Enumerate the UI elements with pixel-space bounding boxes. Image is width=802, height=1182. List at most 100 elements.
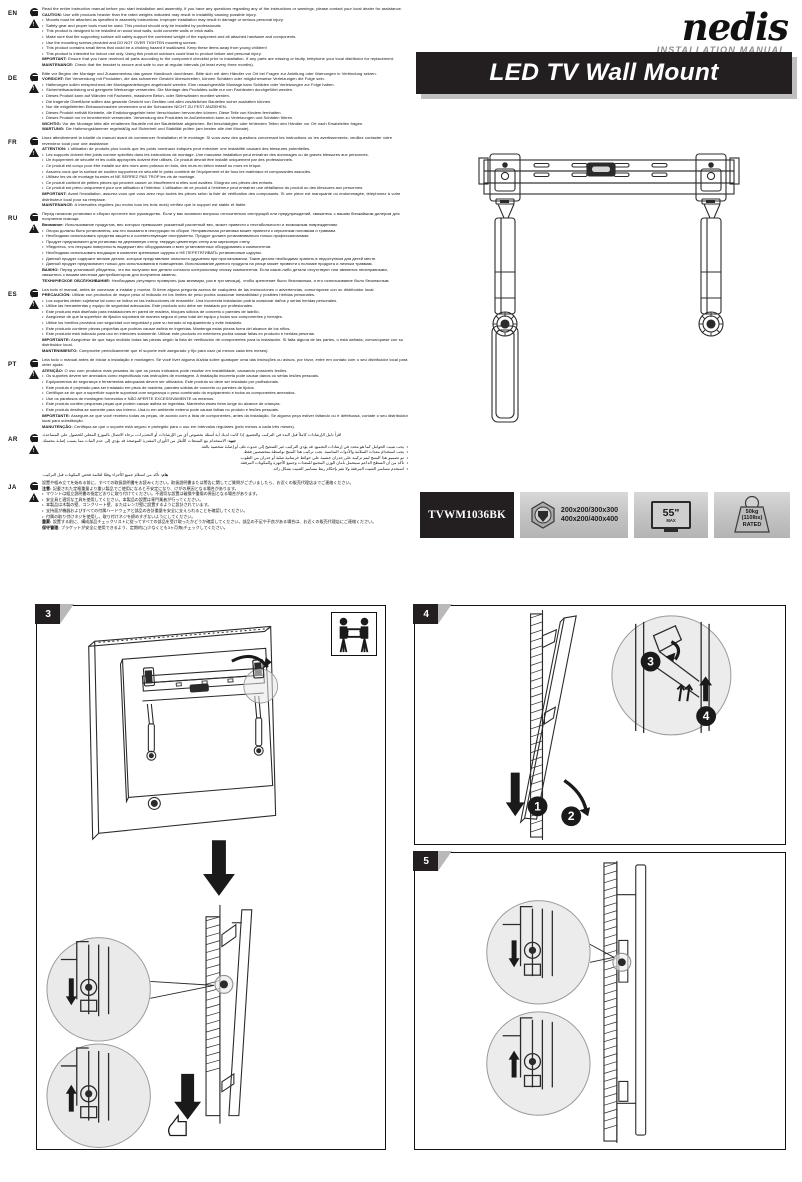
multilingual-warnings-column: ENRead the entire instruction manual bef… [8,6,408,571]
lang-important-text: ВАЖНО: Перед установкой убедитесь, что в… [42,267,408,278]
lang-important-text: IMPORTANTE: Asegúrese de que haya recibi… [42,337,408,348]
lang-bullet: Equipamentos de segurança e ferramentas … [42,379,408,385]
caution-label: تنبيه: [227,437,236,443]
important-label: IMPORTANTE: [42,336,70,342]
lang-text-de: Bitte vor Beginn der Montage und Zusamme… [40,71,408,133]
lang-block-ja: JA設置や組み立てを始める前に、すべての取扱説明書をお読みください。取扱説明書ま… [8,480,408,530]
lang-bullet: Ce produit est prévu uniquement pour une… [42,185,408,191]
important-body: Avant l'installation, assurez-vous que v… [42,191,401,202]
lang-icon-group [28,432,40,477]
lang-bullet: Asegúrese de que la superficie de fijaci… [42,314,408,320]
lang-bullet: Este produto contém pequenas peças que p… [42,401,408,407]
maintenance-label: MANTENIMIENTO: [42,348,78,354]
lang-maintenance-text: WARTUNG: Die Halterungsklammer regelmäßi… [42,126,408,132]
lang-caution-text: VORSICHT: Bei Verwendung mit Produkten, … [42,76,408,82]
lang-block-fr: FRLisez attentivement la totalité du man… [8,135,408,208]
maintenance-body: Compruebe periódicamente que el soporte … [78,348,269,354]
important-body: Перед установкой убедитесь, что вы получ… [42,266,388,278]
lang-bullet: يجب استخدام معدات السلامة والأدوات المنا… [42,449,408,455]
lang-lead-text: Lisez attentivement la totalité du manue… [42,135,393,146]
caution-label: 注意: [42,485,52,491]
lang-icon-group [28,287,40,354]
lang-block-en: ENRead the entire instruction manual bef… [8,6,408,68]
lang-icon-group [28,135,40,208]
lang-bullet: Необходимо использовать средства защиты … [42,233,408,239]
step-4-illustration: 1 2 [415,606,785,844]
read-manual-icon [29,8,39,17]
lang-bullet: Убедитесь, что несущая поверхность выдер… [42,244,408,250]
caution-body: الاستخدام مع المنتجات الأثقل من الأوزان … [42,437,226,443]
warning-triangle-icon [29,299,39,309]
lang-maintenance-text: 保守管理: ブラケットが安全に使用できるよう、定期的に(少なくとも3ヶ月毎)チェ… [42,525,408,531]
step-5-illustration [415,853,785,1149]
lang-bullet: 支持面が機器およびすべての付属ハードウェアと部品の合計重量を安全に支えられること… [42,508,408,514]
step-4-callout-2: 2 [568,809,575,823]
caution-label: CAUTION: [42,11,62,17]
lang-important-text: IMPORTANT: Avant l'installation, assurez… [42,191,408,202]
step-3-illustration [37,606,385,1149]
step-4-number: 4 [423,608,429,620]
warning-triangle-icon [29,493,39,503]
lang-caution-text: CAUTION: Use with products heavier than … [42,12,408,18]
lang-bullet: Необходимо использовать входящие в компл… [42,250,408,256]
important-body: Asegúrese de que haya recibido todas las… [42,336,404,348]
lang-lead-text: Bitte vor Beginn der Montage und Zusamme… [42,70,377,76]
lang-code-es: ES [8,290,18,298]
important-label: ВАЖНО: [42,266,59,272]
lang-icon-group [28,480,40,530]
vesa-values: 200x200/300x300 400x200/400x400 [561,506,618,524]
lang-icon-group [28,71,40,133]
lang-bullet: Mounts must be attached as specified in … [42,17,408,23]
lang-bullet-list: يجب تثبيت الحوامل كما هو محدد في إرشادات… [42,444,408,472]
important-label: 重要: [42,519,52,525]
step-3-number: 3 [45,608,51,620]
maintenance-body: Необходимо регулярно проверять (как мини… [111,277,390,283]
lang-icon-group [28,211,40,284]
lang-bullet: يجب تثبيت الحوامل كما هو محدد في إرشادات… [42,444,408,450]
lang-code-de: DE [8,74,18,82]
lang-bullet: マウントは組立説明書の指定どおりに取り付けてください。不適切な設置は破損や重傷の… [42,491,408,497]
lang-bullet: Опоры должны быть установлены, как это п… [42,228,408,234]
lang-text-en: Read the entire instruction manual befor… [40,6,408,68]
important-body: Assegure-se que você recebeu todas as pe… [42,412,408,424]
lang-bullet: Продукт предназначен для установки на де… [42,239,408,245]
read-manual-icon [29,358,39,368]
spec-vesa: 200x200/300x300 400x200/400x400 [520,492,628,538]
lang-bullet: Данный продукт содержит мелкие детали, к… [42,256,408,262]
lang-caution-text: PRECAUCIÓN: Utilizar con productos de ma… [42,292,408,298]
brand-block: nedis INSTALLATION MANUAL [528,8,789,55]
caution-body: Использование продуктов, вес которых пре… [65,221,338,227]
lang-block-ru: RUПеред началом установки и сборки прочт… [8,211,408,284]
lang-maintenance-text: MANTENIMIENTO: Compruebe periódicamente … [42,348,408,354]
lang-text-fr: Lisez attentivement la totalité du manue… [40,135,408,208]
caution-body: Bei Verwendung mit Produkten, die das sc… [65,76,325,82]
step-5-number: 5 [423,855,429,867]
step-5-tab: 5 [413,851,452,872]
step-3-tab: 3 [35,604,74,625]
caution-body: L'utilisation de produits plus lourds qu… [67,146,311,152]
important-body: 設置する前に、構成部品チェックリストに従ってすべての部品を受け取ったかどうか確認… [52,519,377,525]
lang-maintenance-text: MANUTENÇÃO: Certifique-se que o suporte … [42,424,408,430]
maintenance-body: Check that the bracket is secure and saf… [74,61,254,67]
warning-triangle-icon [29,445,39,455]
lang-lead-text: اقرأ دليل الإرشادات كاملاً قبل البدء في … [42,432,342,438]
step-panel-5: 5 [413,851,786,1150]
lang-bullet: Die tragende Oberfläche sollten das gesa… [42,99,408,105]
caution-body: O uso com produtos mais pesados do que o… [64,367,288,373]
lang-text-es: Lea todo el manual, antes de comenzar a … [40,287,408,354]
lang-bullet: Assurez-vous que la surface de soutien s… [42,169,408,175]
lang-bullet: استخدم مسامير التثبيت المرفقة ولا تقم بإ… [42,466,409,472]
lang-bullet: Utilice los tornillos provistos con segu… [42,320,408,326]
maintenance-label: MAINTENANCE: [42,61,74,67]
maintenance-label: MAINTENANCE: [42,202,74,208]
lang-bullet: 付属の取り付けネジを使用し、取り付けネジを締めすぎないようにしてください。 [42,514,408,520]
lang-bullet: This product contains small items that c… [42,45,408,51]
lang-block-es: ES Lea todo el manual, antes de comenzar … [8,287,408,354]
lang-bullet-list: Halterungen sollen entsprechend der Mont… [42,82,408,121]
spec-screen-size: 55" MAX [634,492,708,538]
warning-triangle-icon [29,369,39,379]
vesa-line-2: 400x200/400x400 [560,515,619,523]
maintenance-label: 保守管理: [42,524,60,530]
lang-bullet-list: Mounts must be attached as specified in … [42,17,408,56]
lang-maintenance-text: ТЕХНИЧЕСКОЕ ОБСЛУЖИВАНИЕ: Необходимо рег… [42,278,408,284]
